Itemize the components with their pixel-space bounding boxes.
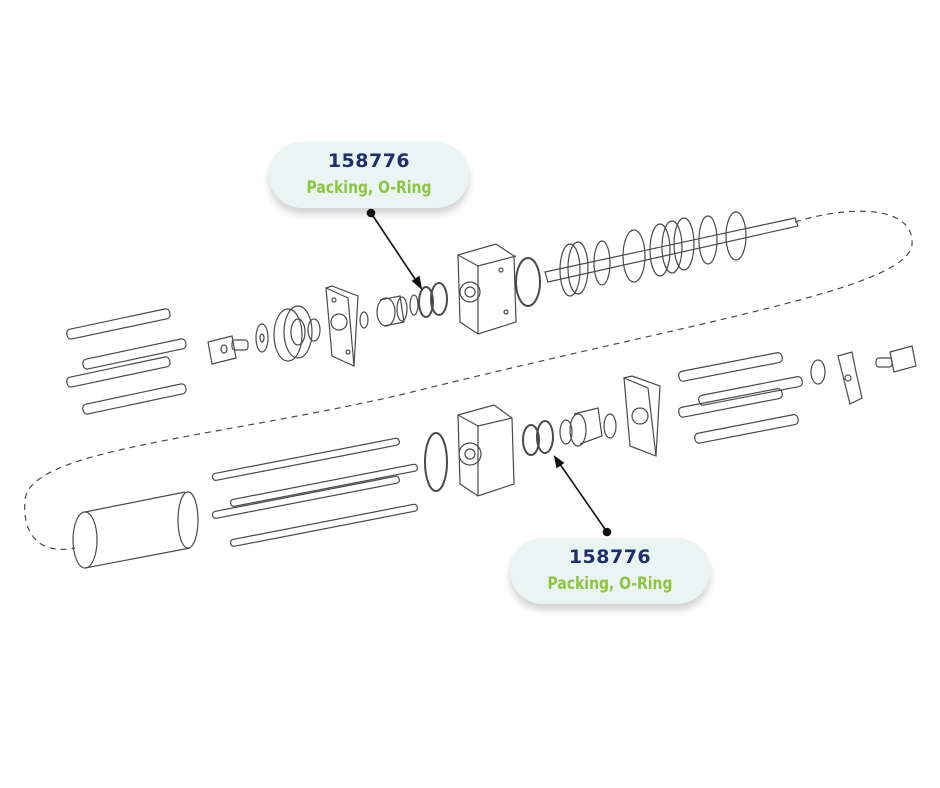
piston-rod xyxy=(544,211,799,297)
part-number: 158776 xyxy=(568,546,652,568)
part-number: 158776 xyxy=(327,150,411,172)
callout-upper: 158776 Packing, O-Ring xyxy=(269,142,469,208)
o-ring-packing-upper xyxy=(418,282,448,318)
o-ring-small xyxy=(307,318,321,342)
cylinder-barrel xyxy=(72,491,199,569)
piston-disk xyxy=(273,305,313,362)
end-cap-upper xyxy=(457,243,517,335)
head-plate-upper xyxy=(325,285,359,367)
part-description: Packing, O-Ring xyxy=(547,574,673,594)
rod-end-fitting xyxy=(207,335,249,365)
washer xyxy=(255,323,269,353)
assembly-path-dashed xyxy=(24,210,913,550)
o-ring-packing-lower xyxy=(522,420,554,456)
tie-rods-long xyxy=(211,437,418,547)
barrel-seal-upper xyxy=(515,257,541,307)
callout-lower: 158776 Packing, O-Ring xyxy=(510,538,710,604)
part-description: Packing, O-Ring xyxy=(306,178,432,198)
nut-right xyxy=(810,359,826,385)
bushing-upper xyxy=(376,294,419,327)
clevis-bracket xyxy=(837,351,863,405)
bushing-lower xyxy=(559,407,617,447)
tie-rods-upper-left xyxy=(66,308,187,415)
head-plate-lower xyxy=(623,375,661,457)
rod-clevis-fitting xyxy=(875,345,917,373)
tie-rods-right xyxy=(678,352,803,444)
end-cap-lower xyxy=(457,404,515,497)
barrel-seal-lower xyxy=(424,432,448,492)
leader-lines xyxy=(366,208,612,537)
